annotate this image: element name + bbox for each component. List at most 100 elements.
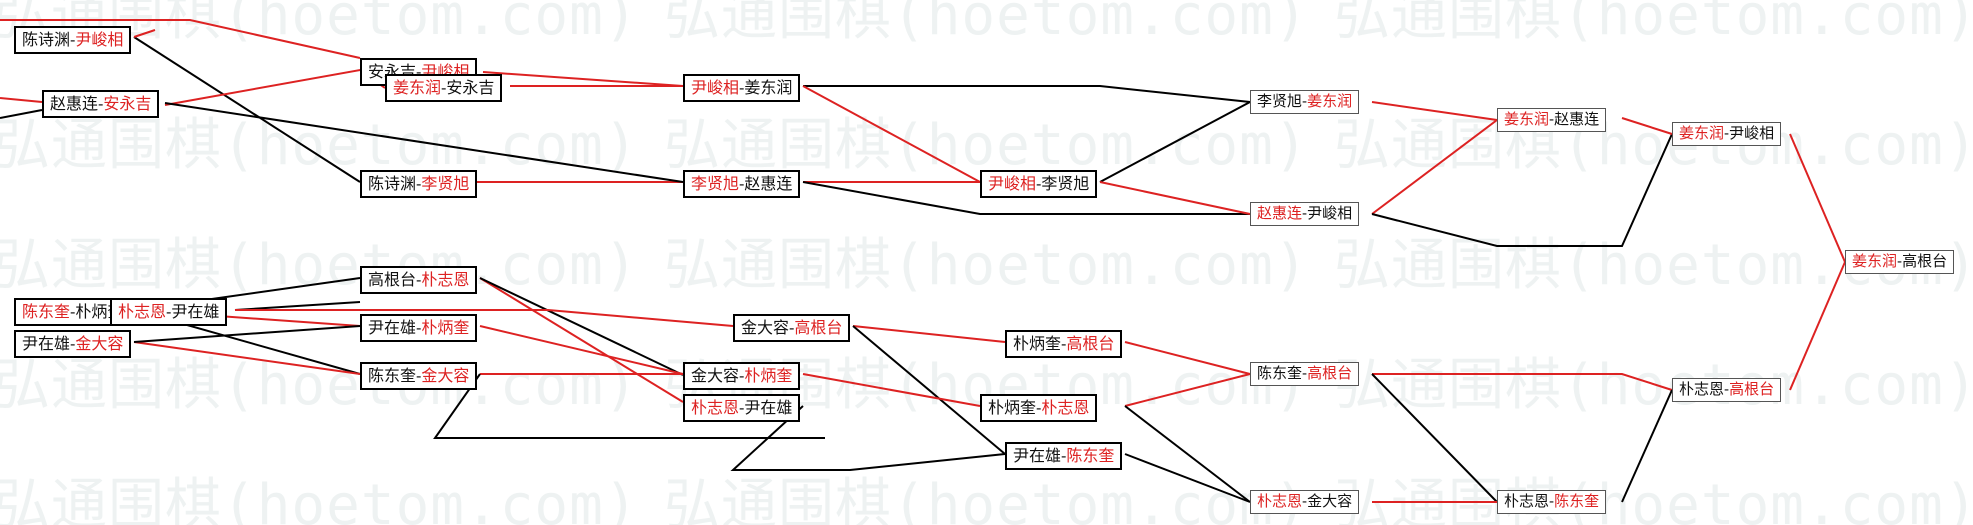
bracket-line bbox=[1371, 101, 1498, 121]
bracket-line bbox=[1789, 133, 1846, 263]
bracket-line bbox=[852, 325, 1006, 455]
bracket-line bbox=[1124, 405, 1251, 503]
bracket-line bbox=[1099, 101, 1251, 183]
match-node[interactable]: 赵惠连-尹峻相 bbox=[1250, 202, 1360, 226]
bracket-line bbox=[802, 85, 981, 183]
bracket-line bbox=[1124, 373, 1251, 407]
player-name: 姜东润 bbox=[1852, 252, 1898, 270]
player-name: 尹在雄 bbox=[368, 318, 417, 337]
player-name: 陈东奎 bbox=[368, 366, 417, 385]
bracket-line bbox=[803, 85, 1251, 103]
player-name: 高根台 bbox=[1902, 252, 1948, 270]
bracket-line bbox=[1371, 119, 1498, 215]
player-name: 尹在雄 bbox=[744, 398, 793, 417]
player-name: 朴炳奎 bbox=[1013, 334, 1062, 353]
match-node[interactable]: 陈东奎-高根台 bbox=[1250, 362, 1360, 386]
match-node[interactable]: 朴志恩-陈东奎 bbox=[1497, 490, 1607, 514]
match-node[interactable]: 朴志恩-金大容 bbox=[1250, 490, 1360, 514]
match-node[interactable]: 高根台-朴志恩 bbox=[360, 266, 478, 294]
bracket-line bbox=[802, 373, 981, 407]
player-name: 赵惠连 bbox=[1554, 110, 1600, 128]
match-node[interactable]: 陈诗渊-李贤旭 bbox=[360, 170, 478, 198]
player-name: 李贤旭 bbox=[1041, 174, 1090, 193]
player-name: 尹在雄 bbox=[22, 334, 71, 353]
match-node[interactable]: 金大容-高根台 bbox=[733, 314, 851, 342]
player-name: 朴志恩 bbox=[1257, 492, 1303, 510]
bracket-line bbox=[479, 277, 684, 403]
bracket-line bbox=[479, 277, 684, 376]
final-match-node[interactable]: 姜东润-高根台 bbox=[1845, 250, 1955, 274]
match-node[interactable]: 姜东润-尹峻相 bbox=[1672, 122, 1782, 146]
match-node[interactable]: 朴志恩-高根台 bbox=[1672, 378, 1782, 402]
player-name: 尹峻相 bbox=[1307, 204, 1353, 222]
player-name: 尹峻相 bbox=[988, 174, 1037, 193]
player-name: 高根台 bbox=[794, 318, 843, 337]
bracket-line bbox=[730, 405, 1006, 471]
match-node[interactable]: 陈诗渊-尹峻相 bbox=[14, 26, 132, 54]
player-name: 姜东润 bbox=[1307, 92, 1353, 110]
bracket-line bbox=[1099, 181, 1251, 215]
match-node[interactable]: 陈东奎-金大容 bbox=[360, 362, 478, 390]
player-name: 高根台 bbox=[1066, 334, 1115, 353]
player-name: 金大容 bbox=[75, 334, 124, 353]
bracket-line bbox=[0, 19, 361, 59]
bracket-line bbox=[164, 68, 386, 106]
match-node[interactable]: 李贤旭-姜东润 bbox=[1250, 90, 1360, 114]
player-name: 姜东润 bbox=[744, 78, 793, 97]
bracket-line bbox=[1124, 341, 1251, 375]
bracket-line bbox=[1789, 261, 1846, 391]
player-name: 高根台 bbox=[1729, 380, 1775, 398]
match-node[interactable]: 朴志恩-尹在雄 bbox=[683, 394, 801, 422]
match-node[interactable]: 赵惠连-安永吉 bbox=[42, 90, 160, 118]
bracket-line bbox=[482, 71, 684, 87]
match-node[interactable]: 朴炳奎-朴志恩 bbox=[980, 394, 1098, 422]
player-name: 朴志恩 bbox=[118, 302, 167, 321]
player-name: 尹峻相 bbox=[75, 30, 124, 49]
bracket-line bbox=[234, 301, 361, 311]
bracket-line bbox=[1621, 117, 1673, 135]
match-node[interactable]: 尹在雄-金大容 bbox=[14, 330, 132, 358]
match-node[interactable]: 姜东润-安永吉 bbox=[385, 74, 503, 102]
match-node[interactable]: 金大容-朴炳奎 bbox=[683, 362, 801, 390]
bracket-line bbox=[433, 373, 825, 439]
bracket-line bbox=[133, 325, 361, 343]
player-name: 高根台 bbox=[1307, 364, 1353, 382]
match-node[interactable]: 尹在雄-朴炳奎 bbox=[360, 314, 478, 342]
player-name: 李贤旭 bbox=[691, 174, 740, 193]
player-name: 赵惠连 bbox=[1257, 204, 1303, 222]
bracket-line bbox=[0, 97, 43, 103]
player-name: 赵惠连 bbox=[744, 174, 793, 193]
player-name: 安永吉 bbox=[103, 94, 152, 113]
player-name: 李贤旭 bbox=[421, 174, 470, 193]
player-name: 安永吉 bbox=[446, 78, 495, 97]
match-node[interactable]: 朴炳奎-高根台 bbox=[1005, 330, 1123, 358]
bracket-line bbox=[1371, 373, 1498, 503]
player-name: 金大容 bbox=[741, 318, 790, 337]
bracket-line bbox=[235, 309, 734, 327]
player-name: 姜东润 bbox=[393, 78, 442, 97]
player-name: 陈东奎 bbox=[1257, 364, 1303, 382]
player-name: 朴炳奎 bbox=[421, 318, 470, 337]
player-name: 尹峻相 bbox=[691, 78, 740, 97]
player-name: 朴志恩 bbox=[421, 270, 470, 289]
bracket-line bbox=[1621, 389, 1673, 503]
player-name: 陈东奎 bbox=[1554, 492, 1600, 510]
player-name: 姜东润 bbox=[1504, 110, 1550, 128]
player-name: 朴炳奎 bbox=[988, 398, 1037, 417]
player-name: 陈东奎 bbox=[1066, 446, 1115, 465]
player-name: 朴炳奎 bbox=[744, 366, 793, 385]
bracket-line bbox=[133, 29, 156, 38]
match-node[interactable]: 朴志恩-尹在雄 bbox=[110, 298, 228, 326]
match-node[interactable]: 姜东润-赵惠连 bbox=[1497, 108, 1607, 132]
bracket-line bbox=[133, 341, 361, 375]
match-node[interactable]: 尹峻相-姜东润 bbox=[683, 74, 801, 102]
player-name: 金大容 bbox=[1307, 492, 1353, 510]
bracket-line bbox=[1371, 133, 1673, 247]
match-node[interactable]: 尹峻相-李贤旭 bbox=[980, 170, 1098, 198]
match-node[interactable]: 李贤旭-赵惠连 bbox=[683, 170, 801, 198]
match-node[interactable]: 尹在雄-陈东奎 bbox=[1005, 442, 1123, 470]
player-name: 陈东奎 bbox=[22, 302, 71, 321]
bracket-line bbox=[1124, 453, 1251, 503]
